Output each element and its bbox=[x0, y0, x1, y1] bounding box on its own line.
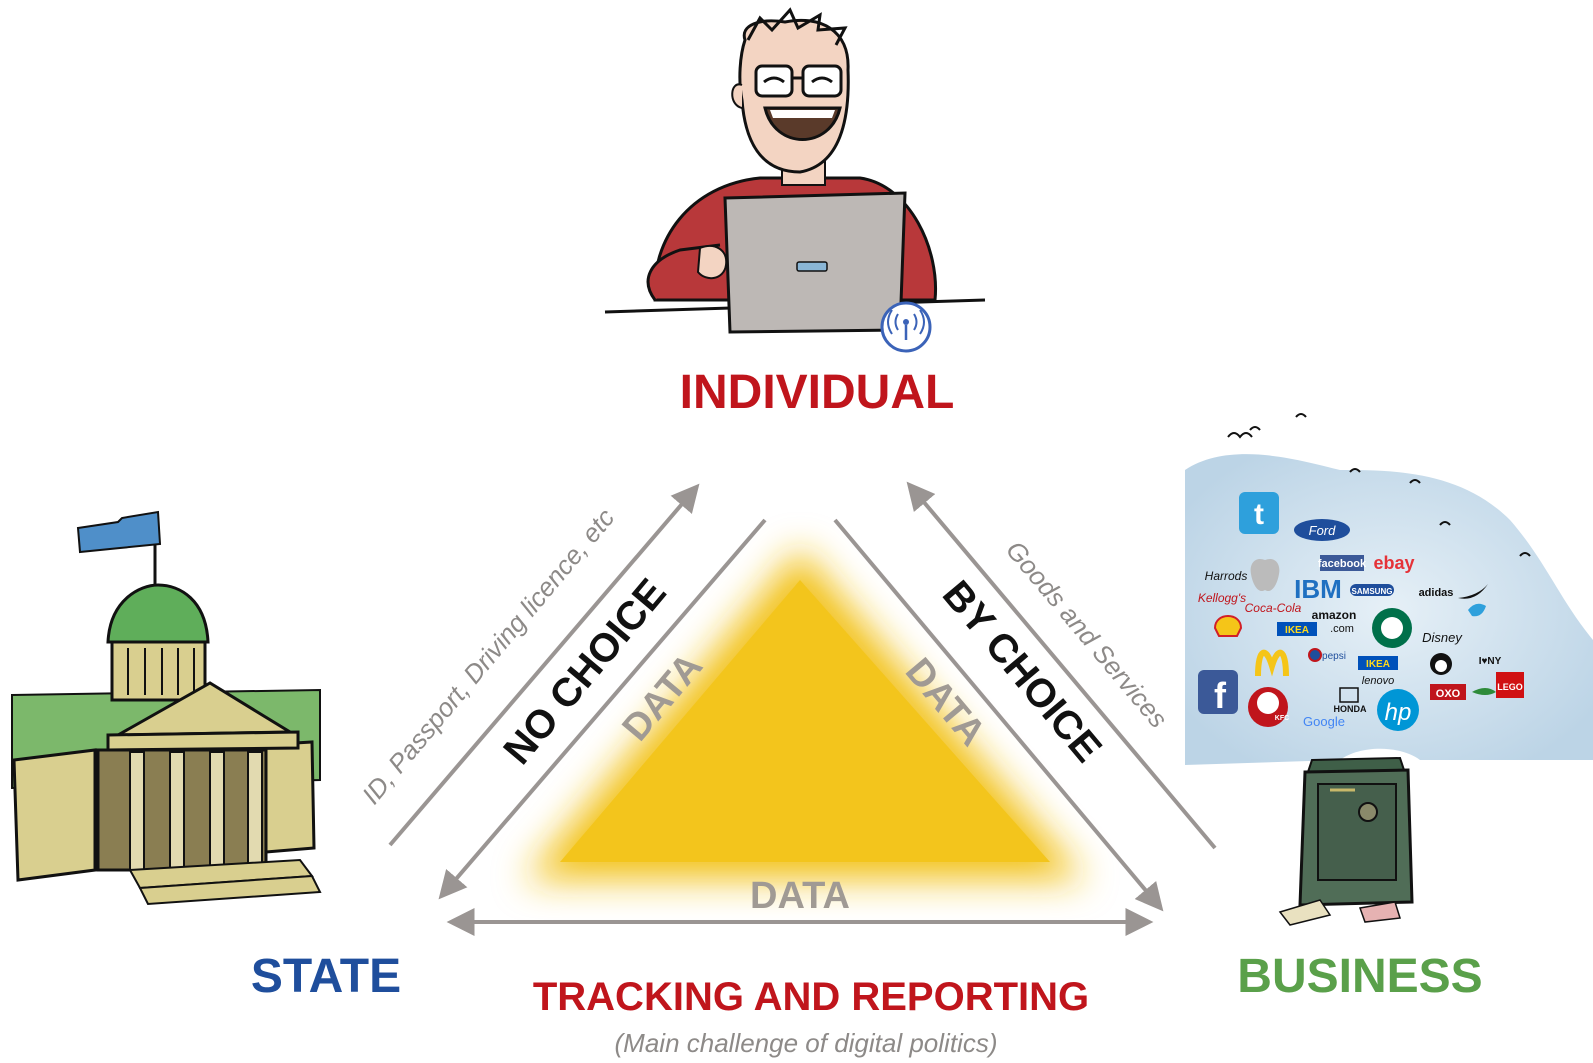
arrow-individual-to-business bbox=[833, 518, 1164, 912]
svg-text:pepsi: pepsi bbox=[1322, 651, 1346, 662]
kelloggs-logo: Kellogg's bbox=[1198, 591, 1246, 605]
tracking-title: TRACKING AND REPORTING bbox=[533, 975, 1089, 1019]
government-building-icon bbox=[11, 510, 322, 906]
lenovo-logo: lenovo bbox=[1362, 675, 1394, 687]
tracking-subtitle: (Main challenge of digital politics) bbox=[615, 1028, 998, 1058]
arrow-business-to-individual bbox=[906, 481, 1217, 850]
oxo-logo bbox=[1430, 684, 1466, 700]
state-title: STATE bbox=[251, 950, 401, 1003]
business-title: BUSINESS bbox=[1237, 950, 1482, 1003]
shell-logo bbox=[1213, 615, 1243, 637]
amazon-com-logo: .com bbox=[1330, 623, 1354, 635]
pepsi-logo bbox=[1308, 648, 1322, 662]
arrow-state-to-individual bbox=[388, 483, 700, 847]
samsung-logo bbox=[1350, 584, 1394, 596]
svg-text:f: f bbox=[1214, 675, 1227, 716]
honda-logo bbox=[1339, 687, 1359, 703]
hp-logo bbox=[1377, 689, 1419, 731]
safe-icon bbox=[1278, 756, 1414, 926]
brand-logos: t Ford facebook ebay Harrods IBM SAMSUNG… bbox=[1198, 492, 1524, 731]
ikea-logo-2 bbox=[1358, 656, 1398, 670]
individual-title: INDIVIDUAL bbox=[680, 366, 955, 419]
svg-text:Ford: Ford bbox=[1309, 523, 1337, 538]
svg-text:OXO: OXO bbox=[1436, 688, 1461, 700]
arrows bbox=[388, 481, 1217, 936]
disney-logo: Disney bbox=[1422, 630, 1463, 645]
svg-text:IKEA: IKEA bbox=[1285, 625, 1309, 636]
lacoste-logo bbox=[1472, 688, 1496, 695]
twitter-logo bbox=[1239, 492, 1279, 534]
mcdonalds-logo bbox=[1255, 649, 1289, 677]
google-logo: Google bbox=[1303, 714, 1345, 729]
harrods-logo: Harrods bbox=[1205, 569, 1248, 583]
svg-text:IKEA: IKEA bbox=[1366, 659, 1390, 670]
svg-text:KFC: KFC bbox=[1275, 715, 1289, 722]
lego-logo bbox=[1496, 672, 1524, 698]
svg-text:HONDA: HONDA bbox=[1334, 704, 1367, 714]
svg-text:facebook: facebook bbox=[1318, 558, 1367, 570]
adidas-logo: adidas bbox=[1419, 587, 1454, 599]
apple-logo bbox=[1250, 558, 1280, 592]
bird-icon bbox=[1227, 413, 1531, 557]
amazon-logo: amazon bbox=[1312, 608, 1357, 622]
data-core-triangle bbox=[525, 548, 1085, 880]
twitter-bird-logo bbox=[1468, 603, 1486, 617]
person-with-laptop-icon bbox=[604, 7, 986, 334]
wifi-icon bbox=[880, 301, 932, 353]
cocacola-logo: Coca-Cola bbox=[1245, 601, 1302, 615]
svg-text:t: t bbox=[1254, 498, 1264, 531]
ebay-logo: ebay bbox=[1373, 553, 1414, 573]
facebook-big-logo bbox=[1198, 670, 1238, 714]
ford-logo bbox=[1294, 519, 1350, 541]
ikea-logo-1 bbox=[1277, 622, 1317, 636]
data-label-bottom: DATA bbox=[750, 875, 850, 917]
iny-logo: I♥NY bbox=[1479, 656, 1502, 667]
facebook-small-logo bbox=[1320, 555, 1364, 571]
ibm-logo: IBM bbox=[1294, 574, 1342, 604]
svg-text:LEGO: LEGO bbox=[1497, 682, 1523, 692]
svg-text:hp: hp bbox=[1385, 699, 1412, 726]
arrow-individual-to-state bbox=[438, 518, 767, 900]
svg-text:SAMSUNG: SAMSUNG bbox=[1352, 587, 1393, 596]
nike-logo bbox=[1458, 584, 1488, 599]
